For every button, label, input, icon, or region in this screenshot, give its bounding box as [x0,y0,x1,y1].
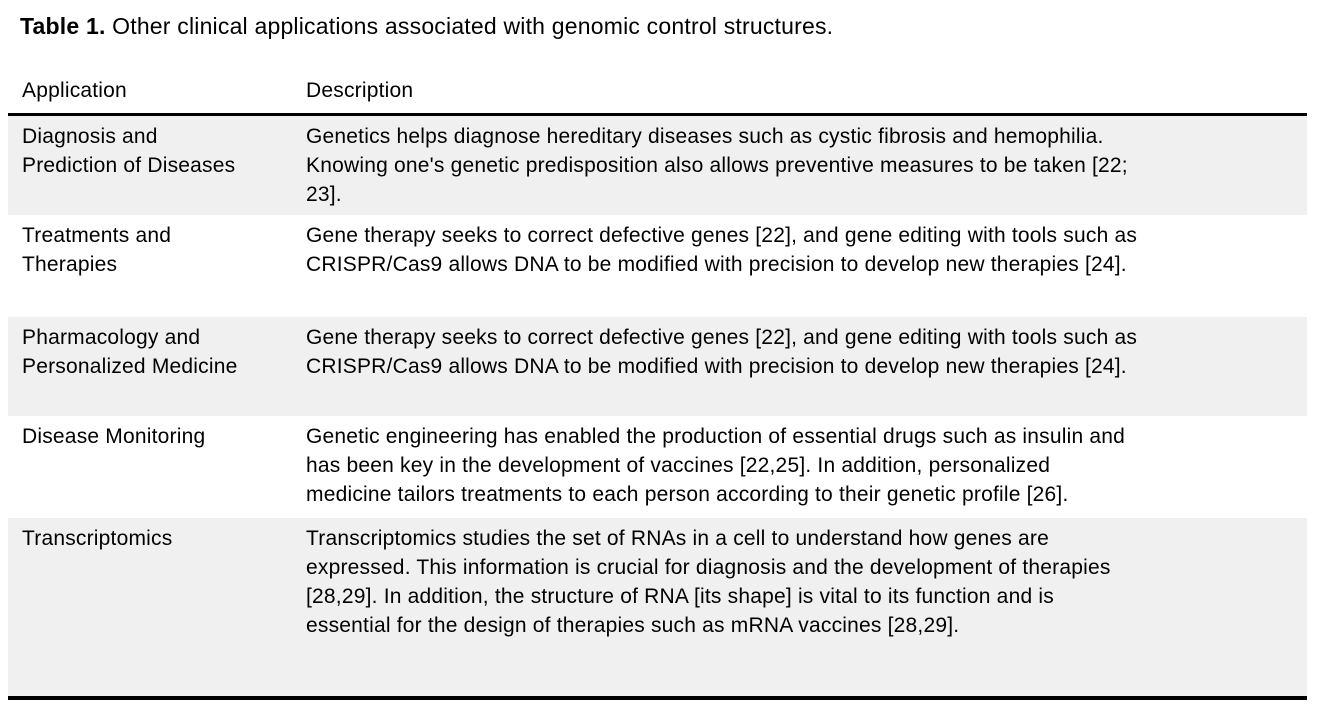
table-row-diagnosis: Diagnosis and Prediction of Diseases Gen… [8,116,1307,215]
table-caption-text: Other clinical applications associated w… [105,13,834,39]
table-row-transcriptomics: Transcriptomics Transcriptomics studies … [8,518,1307,700]
description-cell: Gene therapy seeks to correct defective … [306,224,1138,276]
description-cell: Transcriptomics studies the set of RNAs … [306,527,1111,637]
table-caption-label: Table 1. [20,13,106,39]
table-row-pharmacology: Pharmacology and Personalized Medicine G… [8,317,1307,416]
description-cell: Genetic engineering has enabled the prod… [306,425,1126,506]
application-cell: Pharmacology and Personalized Medicine [22,326,238,378]
table-row-treatments: Treatments and Therapies Gene therapy se… [8,215,1307,317]
description-cell: Genetics helps diagnose hereditary disea… [306,125,1128,206]
application-cell: Diagnosis and Prediction of Diseases [22,125,236,177]
application-cell: Disease Monitoring [22,425,206,448]
application-cell: Treatments and Therapies [22,224,172,276]
column-header-description: Description [306,79,414,102]
table-caption: Table 1. Other clinical applications ass… [0,0,1334,39]
table-row-disease-monitoring: Disease Monitoring Genetic engineering h… [8,416,1307,518]
table-header-row: Application Description [8,39,1307,116]
description-cell: Gene therapy seeks to correct defective … [306,326,1138,378]
column-header-application: Application [22,79,127,102]
applications-table: Application Description Diagnosis and Pr… [8,39,1307,700]
application-cell: Transcriptomics [22,527,173,550]
